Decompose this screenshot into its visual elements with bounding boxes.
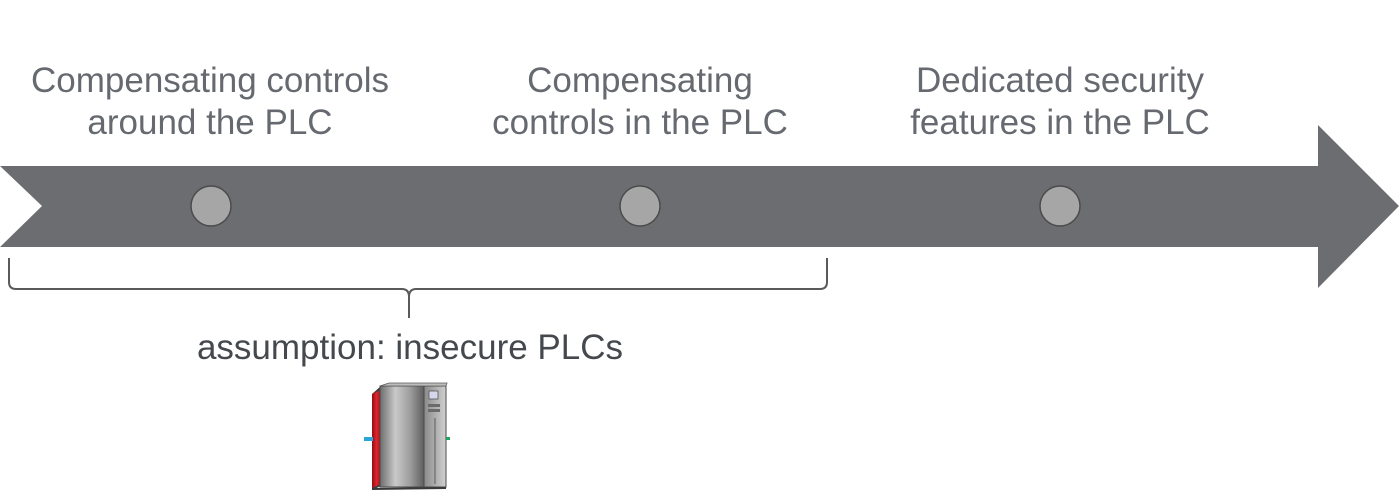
milestone-label-1-line-1: Compensating controls <box>31 61 389 100</box>
milestone-label-2: Compensating controls in the PLC <box>430 60 850 144</box>
milestone-label-2-line-1: Compensating <box>527 61 753 100</box>
assumption-bracket <box>8 258 828 318</box>
plc-device-icon <box>364 382 450 490</box>
milestone-label-2-line-2: controls in the PLC <box>492 103 788 142</box>
milestone-marker-2 <box>619 185 661 227</box>
milestone-label-1-line-2: around the PLC <box>87 103 333 142</box>
milestone-marker-1 <box>190 185 232 227</box>
milestone-label-3-line-2: features in the PLC <box>910 103 1210 142</box>
assumption-label: assumption: insecure PLCs <box>196 328 624 367</box>
milestone-label-3-line-1: Dedicated security <box>916 61 1204 100</box>
milestone-marker-3 <box>1039 185 1081 227</box>
milestone-label-3: Dedicated security features in the PLC <box>850 60 1270 144</box>
timeline-arrow <box>0 125 1399 288</box>
milestone-label-1: Compensating controls around the PLC <box>0 60 420 144</box>
